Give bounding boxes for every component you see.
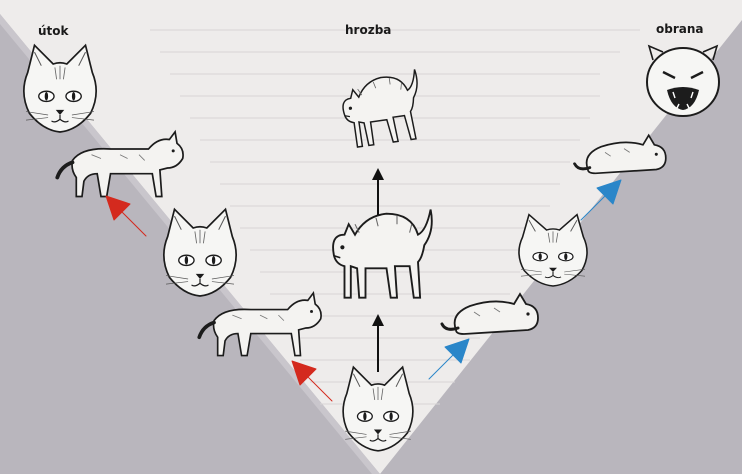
attack-arrow-1 [106,196,146,236]
label-threat: hrozba [345,23,391,37]
label-defense: obrana [656,22,704,36]
label-attack: útok [38,24,69,38]
cat-face-hissing [647,46,719,116]
